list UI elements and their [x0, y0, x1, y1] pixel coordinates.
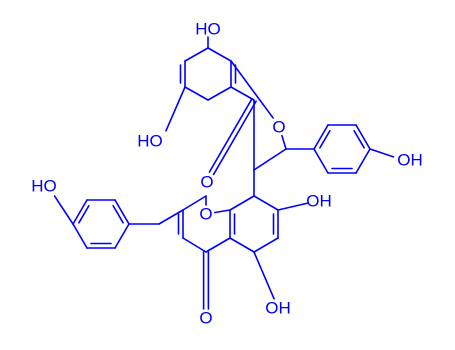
oh-left-phenol-label: HO	[31, 177, 57, 196]
bond-double-inner	[112, 204, 124, 224]
bond-single	[253, 148, 287, 171]
bond-single	[253, 251, 275, 300]
bond-single	[229, 195, 255, 211]
oh-left-upper-label: HO	[137, 132, 163, 151]
ketone-o-lower-label: O	[199, 309, 212, 328]
bond-single	[253, 237, 279, 253]
bond-double	[114, 199, 130, 225]
bond-single	[369, 148, 395, 158]
bond-single	[184, 47, 209, 62]
bond-single	[158, 209, 184, 225]
bond-double-inner	[319, 129, 331, 149]
ring-o-upper-label: O	[272, 118, 285, 137]
bond-single	[184, 86, 209, 101]
bond-single	[182, 237, 207, 253]
bond-double	[355, 124, 371, 150]
bond-single	[229, 237, 255, 253]
bond-single	[72, 223, 88, 249]
oh-right-phenol-label: OH	[397, 151, 423, 170]
oh-top-label: HO	[195, 20, 221, 39]
bond-single	[53, 195, 74, 225]
bond-double	[313, 124, 329, 150]
bond-single	[253, 195, 279, 211]
bond-single	[230, 60, 274, 119]
bond-double-inner	[353, 129, 365, 149]
bond-single	[182, 195, 207, 211]
bond-double	[212, 100, 257, 176]
oh-lower-right-label: OH	[306, 192, 332, 211]
bond-single	[207, 86, 232, 101]
bond-double	[72, 199, 88, 225]
bond-single	[313, 148, 329, 174]
bond-single	[165, 86, 186, 132]
bond-single	[207, 47, 232, 62]
bond-single	[205, 237, 231, 253]
ketone-o-upper-label: O	[200, 173, 213, 192]
bond-single	[214, 209, 231, 214]
bond-single	[281, 134, 287, 150]
bond-single	[114, 223, 130, 249]
ring-o-lower-label: O	[199, 205, 212, 224]
oh-bottom-label: OH	[265, 299, 291, 318]
bond-double	[208, 97, 253, 173]
bond-lines	[53, 36, 395, 310]
bond-double-inner	[78, 204, 90, 224]
bond-single	[230, 86, 255, 101]
bond-single	[355, 148, 371, 174]
bond-single	[277, 202, 309, 211]
